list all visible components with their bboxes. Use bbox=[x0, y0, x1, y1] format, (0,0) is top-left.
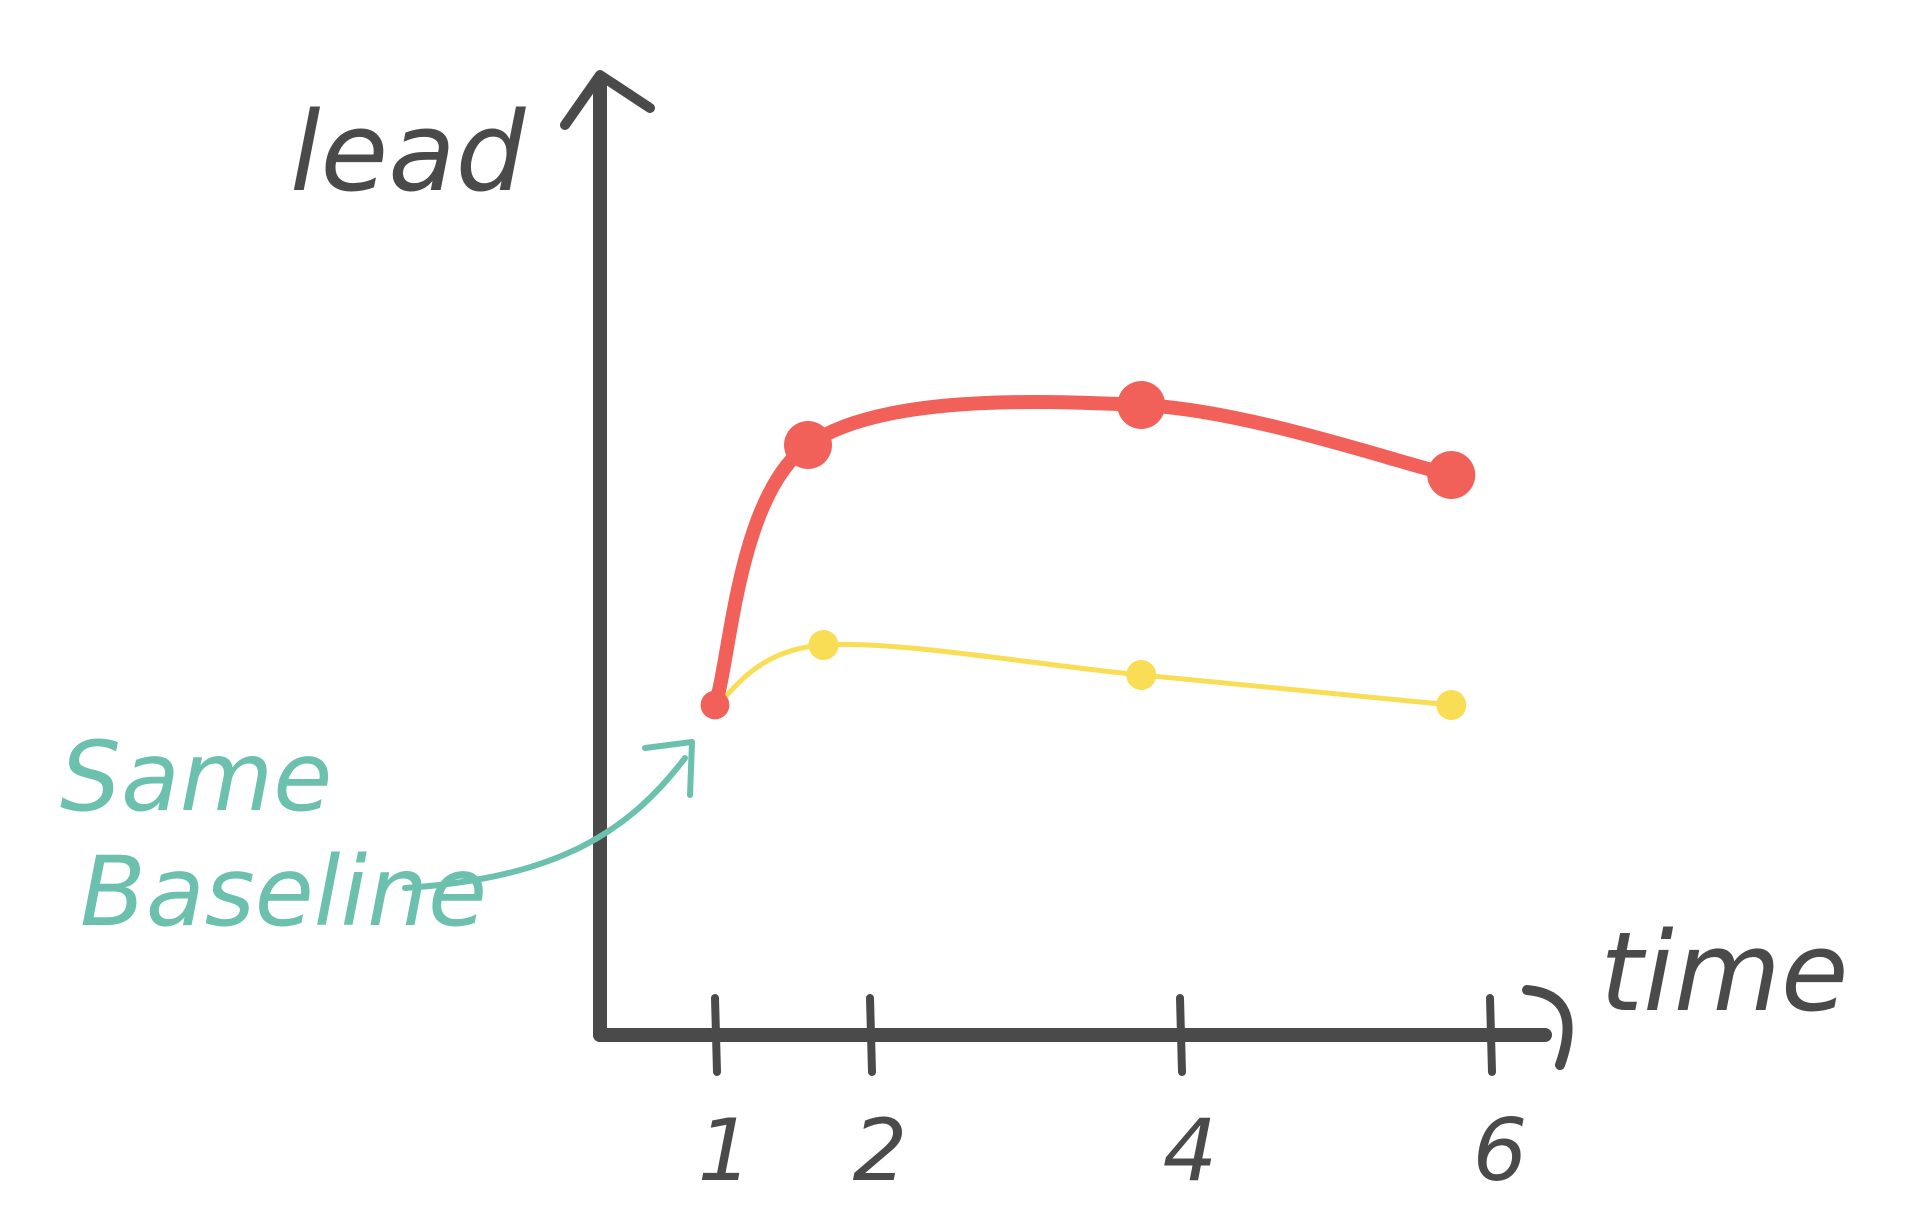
data-point-1-4 bbox=[1427, 451, 1476, 499]
y-axis-label: lead bbox=[290, 88, 527, 216]
x-axis-arrowhead bbox=[1522, 985, 1573, 1070]
x-tick-1 bbox=[711, 994, 721, 1076]
x-tick-6 bbox=[1486, 994, 1496, 1076]
data-point-2-3 bbox=[1126, 660, 1157, 690]
x-tick-label-4: 4 bbox=[1163, 1101, 1218, 1201]
data-point-1-3 bbox=[1117, 381, 1166, 429]
series-line-2 bbox=[712, 641, 1454, 708]
annotation-line2: Baseline bbox=[80, 836, 487, 948]
data-point-1-2 bbox=[784, 421, 832, 469]
annotation-arrowhead bbox=[642, 739, 695, 798]
data-point-2-2 bbox=[808, 630, 839, 660]
y-axis-arrowhead bbox=[560, 70, 655, 130]
x-axis-label: time bbox=[1600, 908, 1849, 1036]
x-tick-label-2: 2 bbox=[853, 1101, 908, 1201]
annotation: Same Baseline bbox=[60, 721, 695, 948]
axes bbox=[560, 70, 1573, 1070]
annotation-arrow bbox=[402, 755, 688, 891]
x-tick-label-6: 6 bbox=[1473, 1101, 1528, 1201]
data-point-1-1 bbox=[700, 690, 730, 720]
x-tick-4 bbox=[1176, 994, 1186, 1076]
annotation-line1: Same bbox=[60, 721, 332, 833]
data-point-2-4 bbox=[1436, 690, 1467, 720]
series-line-1 bbox=[708, 394, 1459, 712]
x-tick-2 bbox=[866, 994, 876, 1076]
x-tick-label-1: 1 bbox=[698, 1101, 753, 1201]
series-group bbox=[700, 381, 1476, 720]
